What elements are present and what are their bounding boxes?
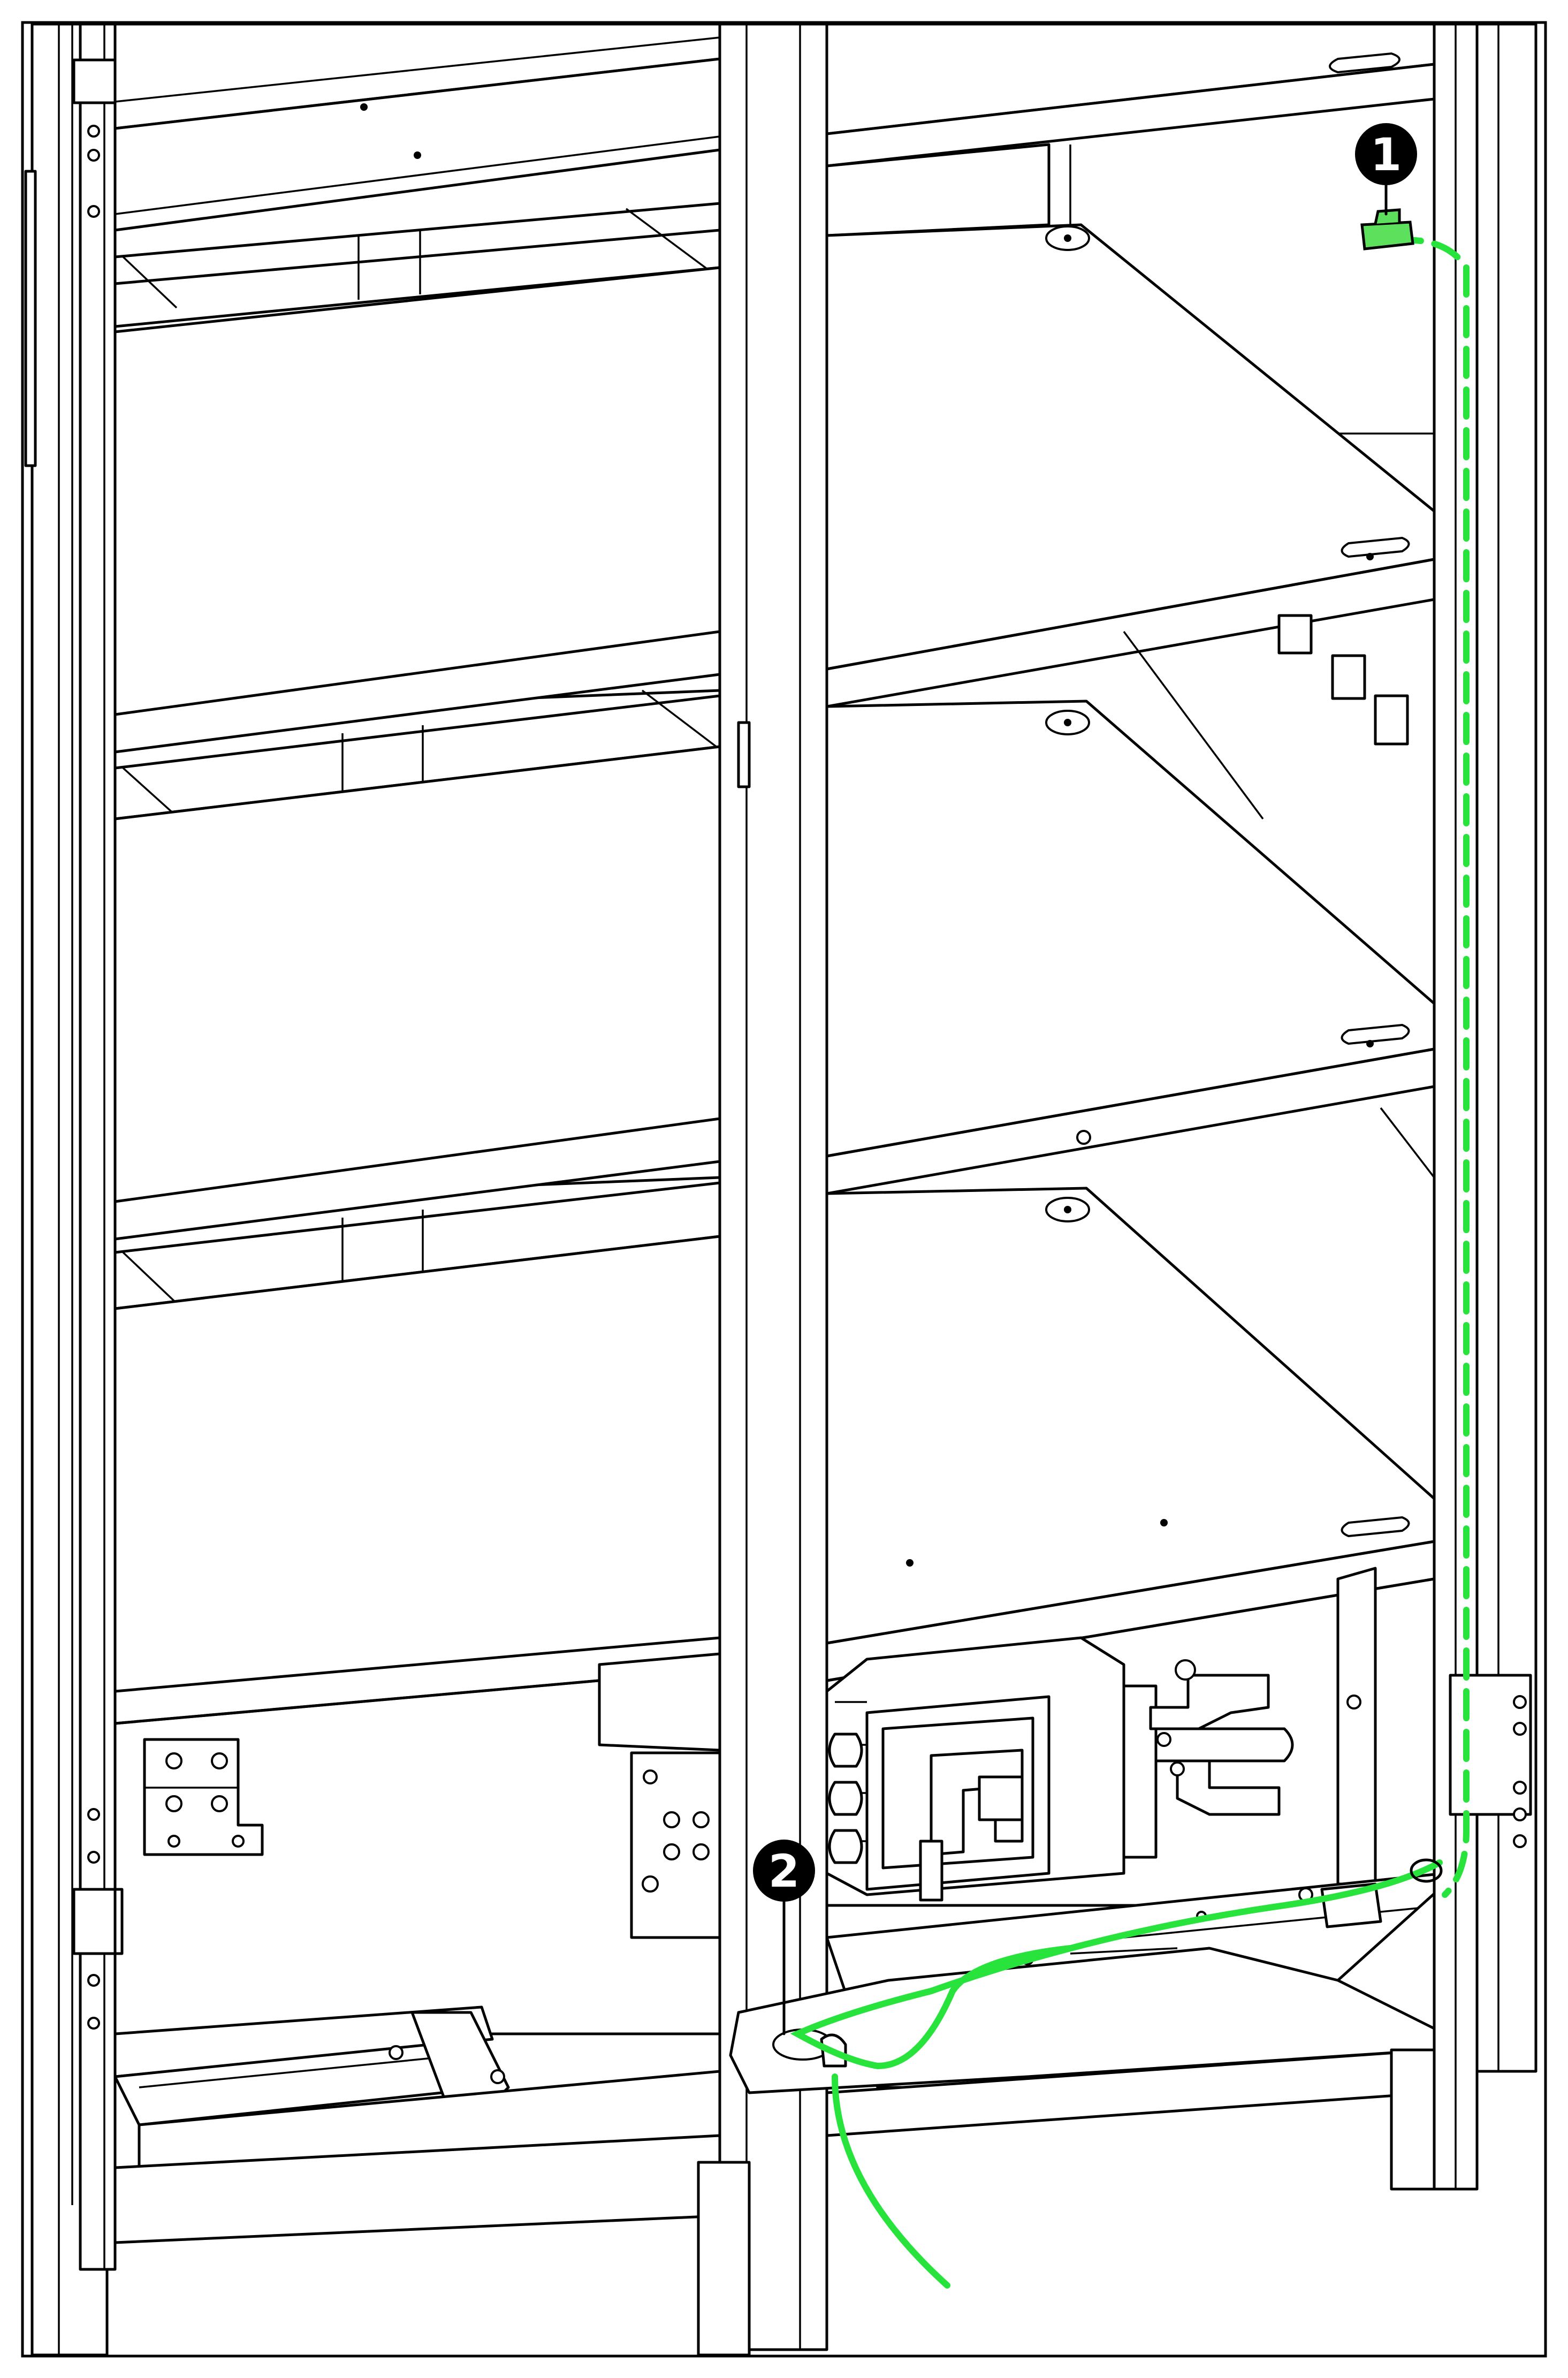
left-shelf-2 (113, 630, 721, 1203)
ground-connector (1360, 208, 1414, 250)
callout-2: 2 (753, 1840, 815, 2035)
terminal-lugs (1149, 1659, 1294, 1816)
callout-2-label: 2 (768, 1845, 800, 1897)
callout-1-label: 1 (1371, 128, 1402, 181)
left-post-screws (87, 125, 100, 2030)
right-door-frame (1433, 22, 1537, 2191)
callout-1-marker (1355, 123, 1417, 185)
ground-cable-exit (832, 2073, 950, 2289)
callout-2-marker (753, 1840, 815, 1902)
left-cabinet-section (24, 22, 721, 2357)
frame-border (21, 21, 1547, 2358)
right-front-foot (1390, 2048, 1441, 2191)
right-shelf-3 (825, 1107, 1436, 1682)
left-shelf-1 (113, 202, 721, 716)
ground-cable (790, 208, 1470, 2289)
center-post (697, 22, 828, 2357)
shelf-tabs (1277, 614, 1409, 746)
right-shelf-1 (825, 223, 1436, 708)
right-shelf-2 (825, 614, 1436, 1195)
left-door-handle (24, 170, 37, 467)
right-cabinet-section (729, 22, 1537, 2191)
left-shelf-3 (113, 1117, 721, 1693)
center-post-foot (697, 2161, 751, 2357)
callout-1: 1 (1355, 123, 1417, 216)
ground-cable-dashed-run (1391, 237, 1470, 1898)
cable-lug-ring (1410, 1858, 1443, 1883)
circuit-breaker (825, 1636, 1158, 1902)
left-bottom-section (113, 1636, 721, 2244)
left-l-bracket (143, 1738, 264, 1856)
ground-cable-solid-run (790, 1859, 1443, 2070)
